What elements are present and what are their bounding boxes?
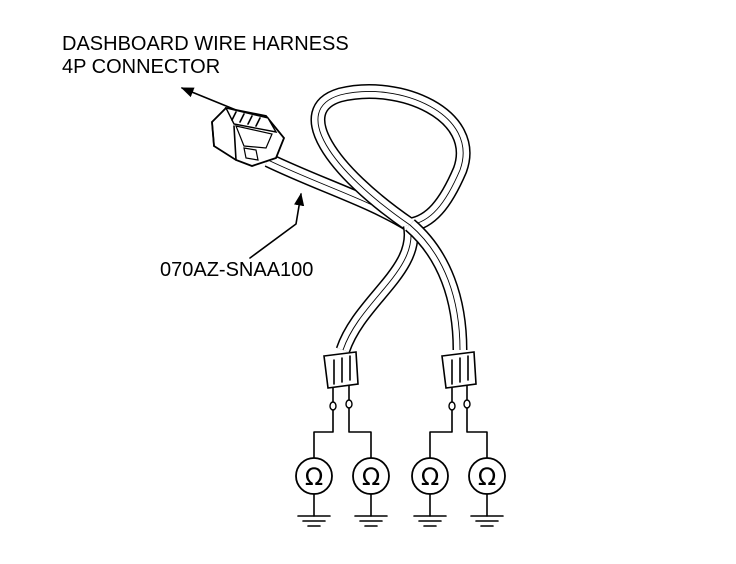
- ohmmeter-2: Ω: [352, 457, 390, 527]
- ohmmeter-3: Ω: [411, 457, 449, 527]
- connector-label-line2: 4P CONNECTOR: [62, 56, 220, 78]
- left-test-probe: [323, 351, 359, 411]
- ohmmeter-1: Ω: [295, 457, 333, 527]
- ohm-icon: Ω: [362, 463, 380, 491]
- meter-wiring: [313, 407, 488, 459]
- ohm-icon: Ω: [305, 463, 323, 491]
- connector-label-line1: DASHBOARD WIRE HARNESS: [62, 33, 349, 55]
- part-number-label: 070AZ-SNAA100: [160, 259, 313, 281]
- right-branch-cable: [404, 219, 468, 351]
- ohm-icon: Ω: [478, 463, 496, 491]
- dashboard-4p-connector: [211, 106, 286, 167]
- connector-arrow: [180, 87, 237, 111]
- left-branch-cable: [335, 223, 419, 353]
- part-number-leader: [249, 192, 305, 259]
- loop-cable: [310, 84, 471, 233]
- ohm-icon: Ω: [421, 463, 439, 491]
- right-test-probe: [441, 351, 477, 411]
- ohmmeter-4: Ω: [468, 457, 506, 527]
